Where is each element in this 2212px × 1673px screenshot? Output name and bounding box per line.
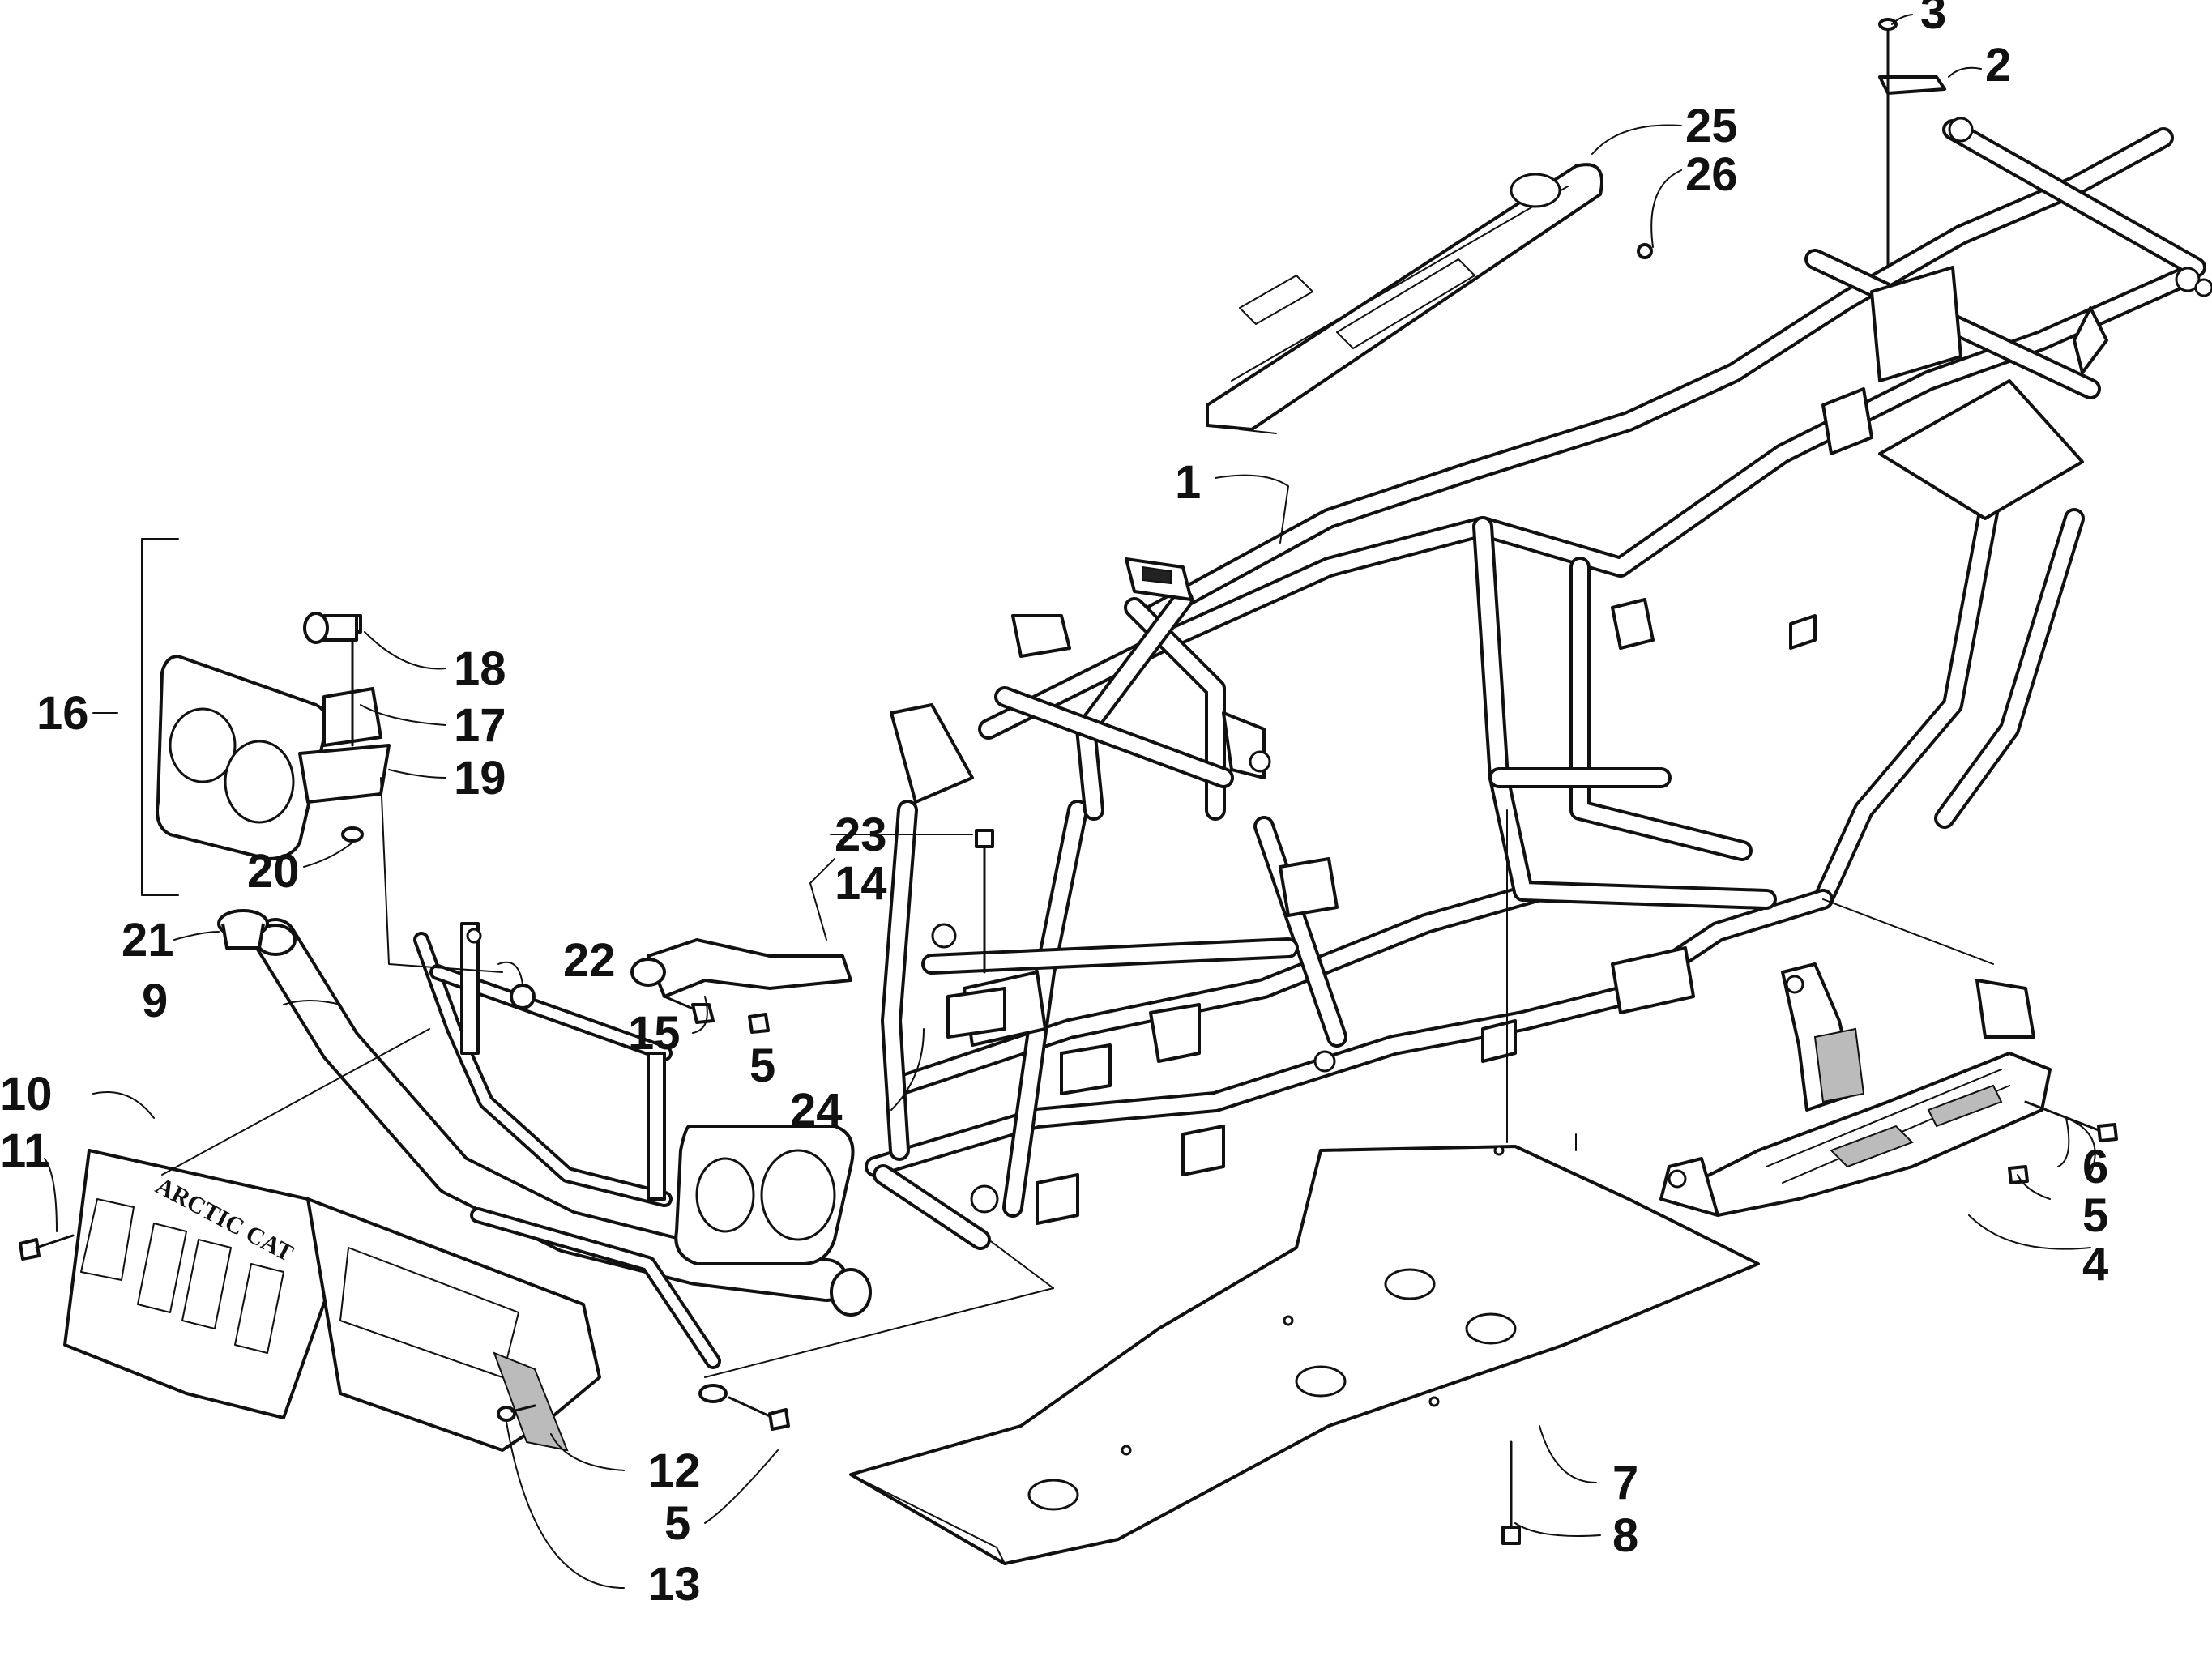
callout-5-frame: 5 — [749, 1039, 775, 1092]
callout-13: 13 — [648, 1558, 701, 1611]
fasteners — [19, 18, 2118, 1545]
callout-18: 18 — [454, 642, 506, 695]
callout-19: 19 — [454, 752, 506, 804]
callout-15: 15 — [628, 1007, 681, 1060]
callout-22: 22 — [563, 934, 616, 987]
callout-3: 3 — [1920, 0, 1946, 39]
callout-20: 20 — [247, 845, 300, 898]
leader-lines — [44, 14, 2096, 1589]
callout-1: 1 — [1175, 456, 1201, 509]
front-bumper-part — [254, 918, 872, 1403]
callout-21: 21 — [122, 914, 174, 967]
seat-rail-cover-part — [1206, 163, 1603, 431]
callout-24: 24 — [790, 1084, 843, 1137]
callout-labels: 3 2 25 26 1 18 17 16 19 23 20 14 21 22 9… — [0, 0, 2108, 1611]
callout-14: 14 — [835, 857, 887, 910]
front-bracket-part — [630, 938, 852, 998]
callout-10: 10 — [0, 1068, 53, 1120]
callout-9: 9 — [142, 975, 168, 1027]
callout-23: 23 — [835, 809, 887, 861]
callout-2: 2 — [1985, 39, 2011, 92]
callout-5-footrest: 5 — [2082, 1189, 2108, 1242]
mounted-headlight-part — [674, 1125, 855, 1265]
callout-17: 17 — [454, 699, 506, 752]
callout-16: 16 — [36, 687, 89, 740]
skid-plate-part — [849, 1145, 1760, 1565]
callout-6: 6 — [2082, 1141, 2108, 1193]
main-frame-part — [865, 117, 2212, 1250]
headlight-assembly-part — [156, 612, 391, 950]
front-grille-part: ARCTIC CAT — [63, 1149, 334, 1419]
front-plate-part — [306, 1197, 601, 1452]
callout-12: 12 — [648, 1445, 701, 1497]
callout-8: 8 — [1612, 1509, 1638, 1562]
callout-25: 25 — [1685, 100, 1738, 152]
callout-5-plate: 5 — [664, 1497, 690, 1550]
callout-4: 4 — [2082, 1238, 2108, 1291]
callout-11: 11 — [0, 1125, 49, 1177]
callout-26: 26 — [1685, 148, 1738, 201]
footrest-part — [1659, 962, 2052, 1217]
callout-7: 7 — [1612, 1457, 1638, 1509]
